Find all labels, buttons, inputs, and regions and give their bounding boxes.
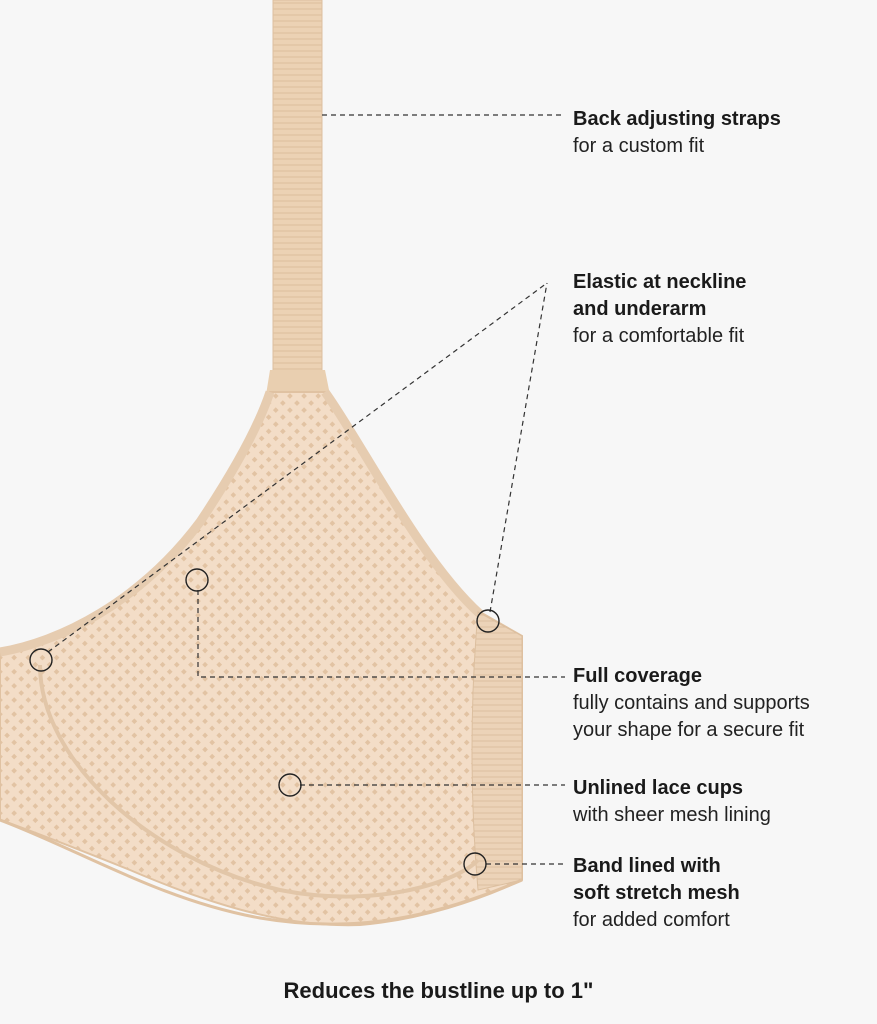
lace-cup <box>0 391 523 927</box>
callout-subtitle: for a custom fit <box>573 135 705 157</box>
callout-back-straps: Back adjusting straps for a custom fit <box>573 106 781 160</box>
footer-claim: Reduces the bustline up to 1" <box>283 978 594 1003</box>
side-band <box>471 611 523 891</box>
marker-band <box>463 852 487 876</box>
callout-title: Elastic at neckline and underarm <box>573 271 747 320</box>
shoulder-strap <box>272 0 323 386</box>
leader-lines <box>47 114 565 865</box>
callout-title: Back adjusting straps <box>573 108 781 130</box>
callout-subtitle: fully contains and supports your shape f… <box>573 692 810 741</box>
callout-title: Unlined lace cups <box>573 777 744 799</box>
marker-underarm <box>476 609 500 633</box>
callout-title: Band lined with soft stretch mesh <box>573 855 740 904</box>
callout-subtitle: with sheer mesh lining <box>573 804 771 826</box>
callout-band: Band lined with soft stretch mesh for ad… <box>573 853 740 934</box>
callout-full-coverage: Full coverage fully contains and support… <box>573 663 810 744</box>
marker-full-coverage <box>185 568 209 592</box>
callout-elastic: Elastic at neckline and underarm for a c… <box>573 269 746 350</box>
callout-subtitle: for added comfort <box>573 909 730 931</box>
marker-neckline-left <box>29 648 53 672</box>
marker-lace-cup <box>278 773 302 797</box>
callout-subtitle: for a comfortable fit <box>573 325 745 347</box>
callout-title: Full coverage <box>573 665 702 687</box>
callout-lace-cups: Unlined lace cups with sheer mesh lining <box>573 775 771 829</box>
